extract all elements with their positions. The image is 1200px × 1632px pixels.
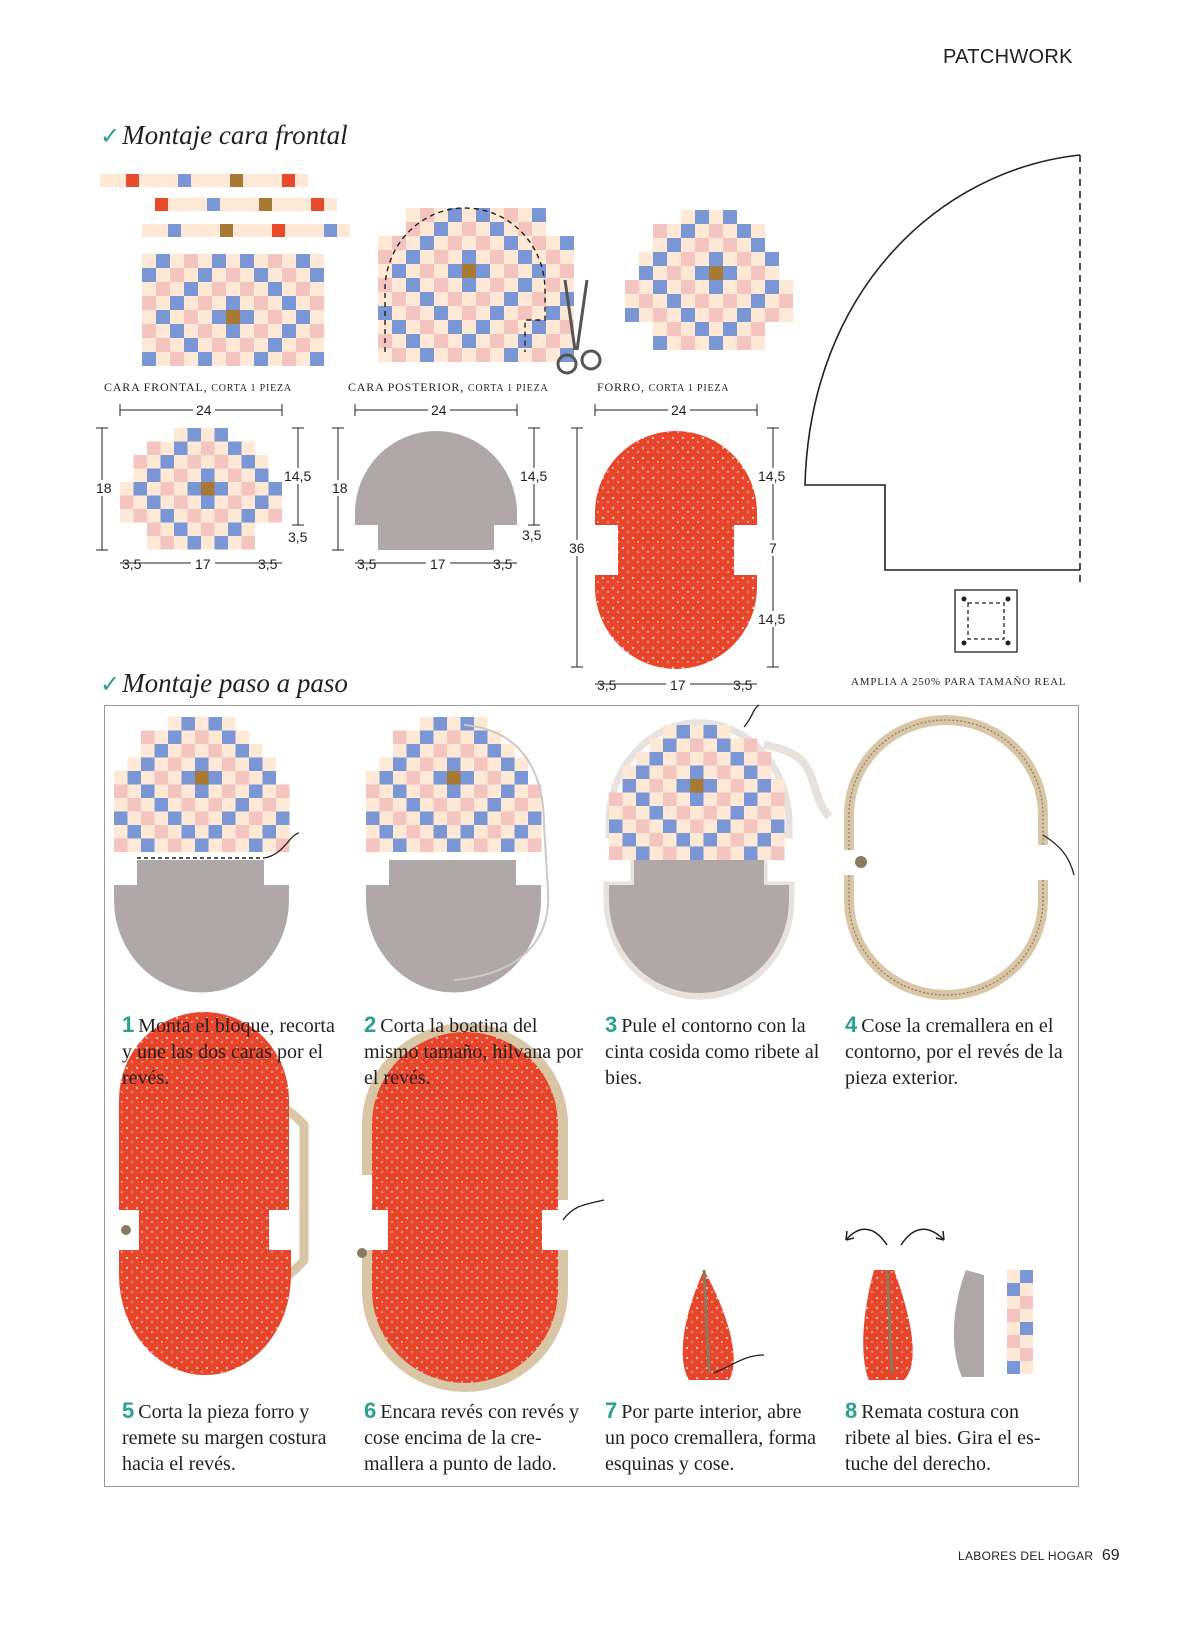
dim-notch-left-front: 3,5 [122,556,142,572]
step-1-illustration [114,717,300,993]
footer: LABORES DEL HOGAR 69 [958,1547,1120,1565]
step-5-illustration [119,1012,309,1375]
section-title-steps-text: Montaje paso a paso [122,668,348,698]
dim-width-back: 24 [428,402,450,418]
scale-square-icon [954,589,1018,653]
front-piece-shape [120,428,282,550]
step-7-body: Por parte interior, abre un poco cremall… [605,1401,817,1475]
page-number: 69 [1101,1547,1120,1564]
dim-step-back: 3,5 [522,527,542,543]
step-7-number: 7 [605,1398,618,1423]
arrow-right-icon [900,1228,945,1246]
dim-base-front: 17 [191,556,215,572]
step-7-illustration [682,1269,765,1380]
patchwork-strips [100,174,350,366]
dim-mid-lining: 7 [769,540,777,556]
dim-height-front: 18 [96,480,112,496]
step-5-number: 5 [122,1398,135,1423]
dim-base-back: 17 [426,556,450,572]
step-3-body: Pule el contorno con la cinta cosida com… [605,1015,820,1089]
check-icon: ✓ [100,670,121,698]
dim-arc-lining-bottom: 14,5 [758,611,786,627]
dim-width-lining: 24 [668,402,690,418]
arrow-left-icon [845,1228,888,1246]
dim-arc-lining-top: 14,5 [758,468,786,484]
dim-notch-right-back: 3,5 [493,556,513,572]
dim-step-front: 3,5 [288,529,308,545]
dim-arc-back: 14,5 [520,468,548,484]
dim-arc-front: 14,5 [284,468,312,484]
patchwork-shaped-piece [625,210,793,350]
dim-notch-right-lining: 3,5 [733,677,753,693]
step-illustrations [114,704,1075,1392]
dim-width-front: 24 [193,402,215,418]
caption-back-cut: corta 1 pieza [467,383,549,394]
section-header: PATCHWORK [943,46,1073,68]
dim-base-lining: 17 [666,677,690,693]
caption-front: cara frontal, corta 1 pieza [104,380,292,395]
section-title-steps: ✓Montaje paso a paso [100,668,348,699]
caption-lining: forro, corta 1 pieza [597,380,729,395]
step-1-body: Monta el bloque, re­corta y une las dos … [122,1015,335,1089]
patchwork-block-cut [378,207,574,362]
step-2-illustration [366,717,550,993]
step-4-body: Cose la cremallera en el contorno, por e… [845,1015,1063,1089]
step-1-number: 1 [122,1012,135,1037]
step-8-number: 8 [845,1398,858,1423]
check-icon: ✓ [100,122,121,150]
section-title-front: ✓Montaje cara frontal [100,120,348,151]
lining-piece-shape [595,431,757,669]
steps-frame [104,705,1079,1487]
step-2-number: 2 [364,1012,377,1037]
caption-back-name: cara posterior, [348,380,465,394]
dim-total-lining: 36 [569,540,585,556]
step-6-number: 6 [364,1398,377,1423]
back-piece-shape [355,431,517,550]
step-2-body: Corta la boatina del mismo tamaño, hilva… [364,1015,583,1089]
step-3-number: 3 [605,1012,618,1037]
caption-lining-name: forro, [597,380,645,394]
assembly-illustrations [100,174,793,375]
measured-pieces [96,404,779,685]
dim-height-back: 18 [332,480,348,496]
section-title-front-text: Montaje cara frontal [122,120,348,150]
step-4-illustration [844,715,1075,1000]
caption-front-name: cara frontal, [104,380,208,394]
dim-notch-left-back: 3,5 [357,556,377,572]
caption-front-cut: corta 1 pieza [211,383,292,394]
scissors-icon [556,279,602,375]
step-6-illustration [357,1023,605,1392]
step-5-body: Corta la pieza forro y remete su margen … [122,1401,327,1475]
step-3-illustration [603,704,833,1000]
pattern-note: amplia a 250% para tamaño real [851,676,1067,688]
step-6-body: Encara revés con revés y cose encima de … [364,1401,580,1475]
pattern-template [804,154,1081,653]
step-8-body: Remata costura con ribete al bies. Gira … [845,1401,1041,1475]
caption-back: cara posterior, corta 1 pieza [348,380,549,395]
step-8-illustration [845,1228,1033,1380]
caption-lining-cut: corta 1 pieza [648,383,730,394]
step-4-number: 4 [845,1012,858,1037]
dim-notch-left-lining: 3,5 [597,677,617,693]
dim-notch-right-front: 3,5 [258,556,278,572]
magazine-name: LABORES DEL HOGAR [958,1549,1094,1563]
